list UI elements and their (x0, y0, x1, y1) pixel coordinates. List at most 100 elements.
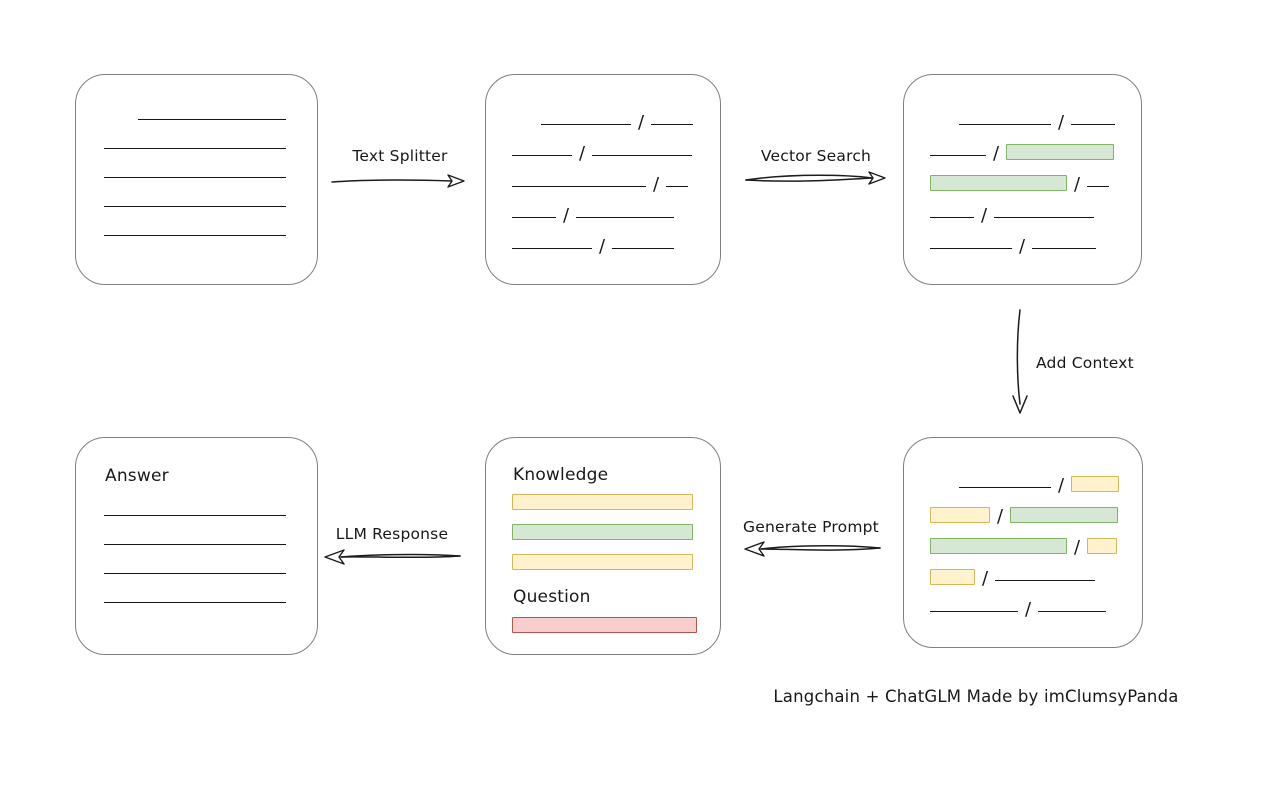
yellow-prompt-bar (512, 554, 693, 570)
chunk-row: / (930, 598, 1142, 620)
chunk-row: / (930, 474, 1142, 496)
slash-separator: / (599, 236, 606, 257)
text-line (930, 155, 986, 156)
text-line (1087, 186, 1110, 187)
vector-chunk-rows: / / / / / (904, 75, 1141, 257)
vector-matched-chunks-box: / / / / / (903, 74, 1142, 285)
diagram-caption: Langchain + ChatGLM Made by imClumsyPand… (773, 687, 1179, 706)
generate-prompt-label: Generate Prompt (743, 518, 879, 536)
text-line (1071, 124, 1116, 125)
green-highlight-bar (930, 538, 1067, 554)
slash-separator: / (1025, 599, 1032, 620)
slash-separator: / (1074, 174, 1081, 195)
text-line (959, 124, 1051, 125)
chunk-row: / (930, 142, 1141, 164)
yellow-highlight-bar (1071, 476, 1120, 492)
text-line (994, 217, 1095, 218)
chunk-row: / (512, 111, 720, 133)
chunk-row: / (930, 567, 1142, 589)
slash-separator: / (1058, 475, 1065, 496)
prompt-box: Knowledge Question (485, 437, 721, 655)
text-line (104, 602, 286, 603)
chunk-row: / (930, 536, 1142, 558)
text-line (1032, 248, 1097, 249)
yellow-highlight-bar (930, 507, 990, 523)
text-line (612, 248, 675, 249)
text-line (651, 124, 694, 125)
text-line (104, 148, 286, 149)
text-line (930, 217, 974, 218)
slash-separator: / (579, 143, 586, 164)
text-line (104, 206, 286, 207)
text-line (959, 487, 1051, 488)
text-line (995, 580, 1096, 581)
text-line (104, 235, 286, 236)
question-title: Question (513, 587, 591, 607)
text-line (1038, 611, 1107, 612)
chunk-row: / (930, 111, 1141, 133)
split-chunk-rows: / / / / / (486, 75, 720, 257)
context-chunks-box: / / / / / (903, 437, 1143, 648)
red-prompt-bar (512, 617, 697, 633)
yellow-highlight-bar (1087, 538, 1118, 554)
yellow-prompt-bar (512, 494, 693, 510)
text-splitter-arrow (331, 174, 465, 188)
text-line (666, 186, 689, 187)
slash-separator: / (982, 568, 989, 589)
vector-search-arrow (745, 171, 886, 185)
chunk-row: / (512, 204, 720, 226)
answer-box: Answer (75, 437, 318, 655)
chunk-row: / (512, 173, 720, 195)
slash-separator: / (563, 205, 570, 226)
green-highlight-bar (930, 175, 1067, 191)
text-line (512, 217, 556, 218)
slash-separator: / (981, 205, 988, 226)
text-line (592, 155, 693, 156)
text-line (104, 573, 286, 574)
text-line (541, 124, 631, 125)
text-splitter-label: Text Splitter (352, 147, 448, 165)
green-prompt-bar (512, 524, 693, 540)
text-line (512, 248, 592, 249)
text-line (930, 248, 1012, 249)
vector-search-label: Vector Search (760, 147, 872, 165)
text-line (104, 177, 286, 178)
generate-prompt-arrow (744, 541, 881, 557)
chunk-row: / (512, 142, 720, 164)
answer-title: Answer (105, 466, 169, 486)
chunk-row: / (512, 235, 720, 257)
split-chunks-box: / / / / / (485, 74, 721, 285)
knowledge-bars (486, 485, 720, 570)
chunk-row: / (930, 235, 1141, 257)
green-highlight-bar (1010, 507, 1119, 523)
slash-separator: / (993, 143, 1000, 164)
document-text-lines (76, 75, 317, 236)
slash-separator: / (1074, 537, 1081, 558)
source-document-box (75, 74, 318, 285)
slash-separator: / (1058, 112, 1065, 133)
question-bars (486, 607, 720, 633)
text-line (138, 119, 286, 120)
text-line (104, 515, 286, 516)
chunk-row: / (930, 204, 1141, 226)
llm-response-arrow (324, 549, 461, 565)
text-line (576, 217, 675, 218)
slash-separator: / (653, 174, 660, 195)
llm-response-label: LLM Response (335, 525, 449, 543)
slash-separator: / (1019, 236, 1026, 257)
text-line (512, 186, 646, 187)
text-line (930, 611, 1018, 612)
slash-separator: / (997, 506, 1004, 527)
yellow-highlight-bar (930, 569, 975, 585)
add-context-label: Add Context (1036, 354, 1134, 372)
add-context-arrow (1012, 309, 1028, 414)
slash-separator: / (638, 112, 645, 133)
text-line (512, 155, 572, 156)
green-highlight-bar (1006, 144, 1115, 160)
knowledge-title: Knowledge (513, 465, 609, 485)
answer-text-lines (76, 486, 317, 603)
chunk-row: / (930, 173, 1141, 195)
context-chunk-rows: / / / / / (904, 438, 1142, 620)
text-line (104, 544, 286, 545)
